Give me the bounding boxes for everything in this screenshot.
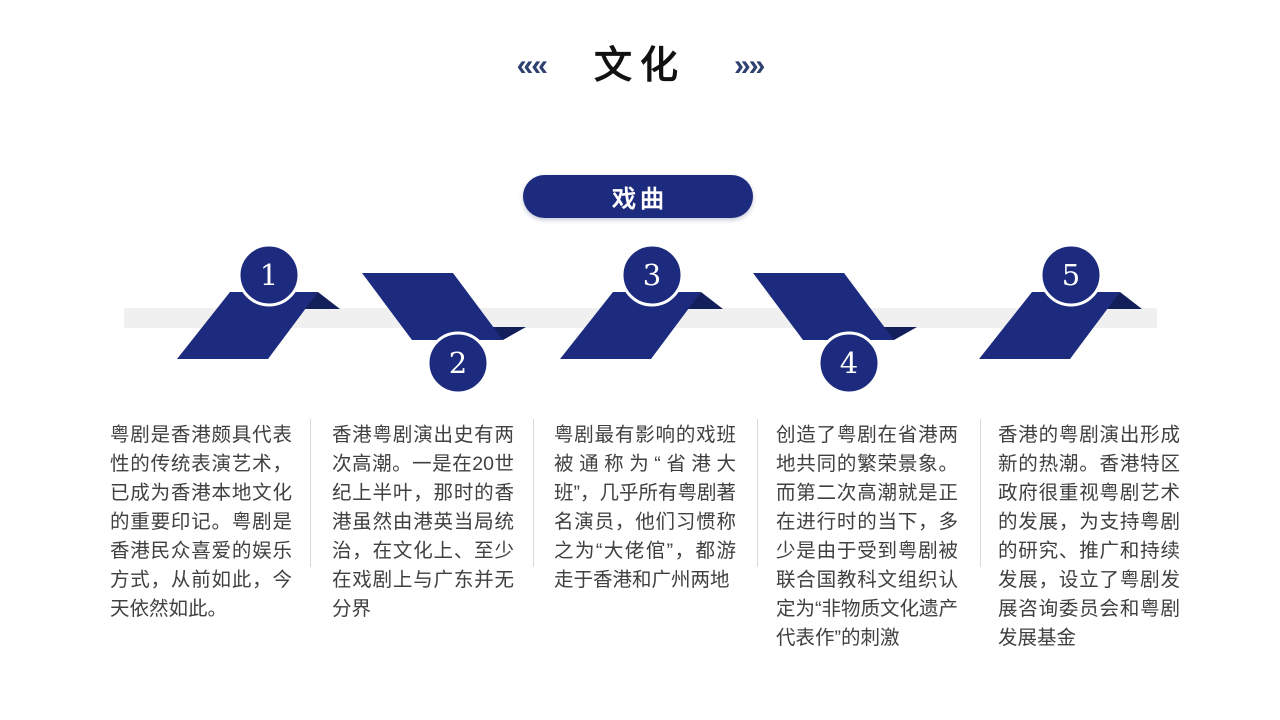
ribbon-fold-5 (1106, 292, 1142, 309)
ribbon-shape-3 (560, 292, 701, 359)
column-divider (980, 419, 981, 567)
step-description-4: 创造了粤剧在省港两地共同的繁荣景象。而第二次高潮就是正在进行时的当下，多少是由于… (776, 424, 958, 649)
chevrons-right-icon: »» (734, 49, 765, 82)
chevrons-left-icon: «« (516, 49, 548, 82)
timeline-step-4: 4 (753, 273, 917, 395)
step-description-2: 香港粤剧演出史有两次高潮。一是在20世纪上半叶，那时的香港虽然由港英当局统治，在… (332, 424, 514, 620)
step-description-5: 香港的粤剧演出形成新的热潮。香港特区政府很重视粤剧艺术的发展，为支持粤剧的研究、… (998, 424, 1180, 649)
ribbon-shape-5 (979, 292, 1120, 359)
ribbon-fold-3 (687, 292, 723, 309)
ribbon-fold-4 (880, 327, 917, 340)
step-number-4: 4 (840, 346, 858, 380)
step-circle-2 (426, 331, 490, 395)
ribbon-fold-1 (304, 292, 340, 309)
step-number-3: 3 (643, 258, 661, 292)
step-circle-5 (1039, 243, 1103, 307)
page-title: 文化 (593, 45, 686, 87)
timeline-step-2: 2 (362, 273, 526, 395)
ribbon-shape-2 (362, 273, 503, 340)
description-columns: 粤剧是香港颇具代表性的传统表演艺术，已成为香港本地文化的重要印记。粤剧是香港民众… (110, 419, 1180, 653)
step-description-1: 粤剧是香港颇具代表性的传统表演艺术，已成为香港本地文化的重要印记。粤剧是香港民众… (110, 424, 292, 620)
step-circle-3 (620, 243, 684, 307)
step-number-2: 2 (449, 346, 467, 380)
step-description-3: 粤剧最有影响的戏班被通称为“省港大班”，几乎所有粤剧著名演员，他们习惯称之为“大… (554, 424, 736, 591)
ribbon-shape-1 (177, 292, 318, 359)
step-number-5: 5 (1062, 258, 1080, 292)
ribbon-fold-2 (489, 327, 526, 340)
timeline-graphic: 1 2 3 4 5 (124, 243, 1157, 395)
step-circle-1 (237, 243, 301, 307)
column-divider (310, 419, 311, 567)
timeline-step-5: 5 (979, 243, 1142, 359)
timeline-step-1: 1 (177, 243, 340, 359)
step-number-1: 1 (260, 258, 278, 292)
category-pill-label: 戏曲 (612, 186, 668, 213)
ribbon-shape-4 (753, 273, 894, 340)
step-circle-4 (817, 331, 881, 395)
category-pill: 戏曲 (523, 175, 753, 218)
slide-header: «« 文化 »» (0, 38, 1280, 94)
timeline-step-3: 3 (560, 243, 723, 359)
column-divider (533, 419, 534, 567)
column-divider (757, 419, 758, 567)
